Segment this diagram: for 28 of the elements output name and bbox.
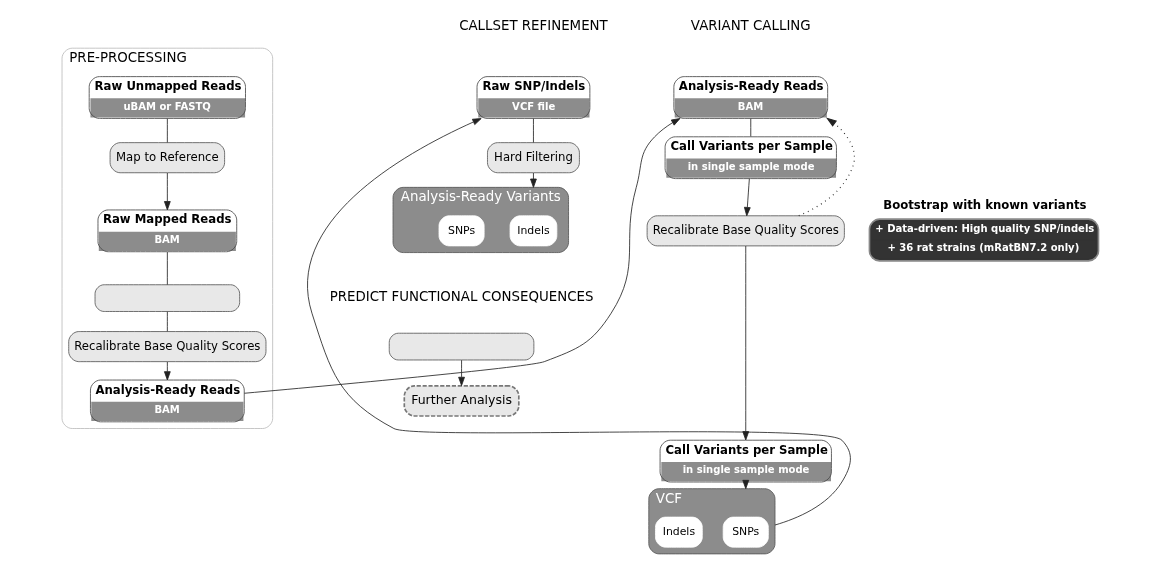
- connector: [166, 311, 168, 332]
- arrow: [243, 118, 680, 394]
- node-box: Further Analysis: [402, 385, 520, 417]
- node-box: Map to Reference: [109, 142, 225, 174]
- connector: [166, 251, 168, 286]
- connector: [166, 118, 168, 143]
- arrow: [163, 361, 171, 381]
- node-label: Bootstrap with known variants: [882, 198, 1087, 213]
- node-box: Recalibrate Base Quality Scores: [646, 215, 845, 247]
- arrow: [306, 118, 851, 526]
- arrow: [743, 178, 751, 217]
- label: PREDICT FUNCTIONAL CONSEQUENCES: [329, 289, 593, 305]
- node-box: [94, 284, 240, 312]
- node-box: [388, 332, 534, 361]
- connector: [532, 118, 534, 143]
- node-box: Hard Filtering: [486, 142, 580, 174]
- arrow: [529, 172, 537, 188]
- label: CALLSET REFINEMENT: [458, 17, 608, 33]
- node-box: Recalibrate Base Quality Scores: [67, 331, 266, 363]
- arrow: [163, 172, 171, 211]
- connector: [749, 118, 751, 137]
- node-box: SNPs: [438, 215, 485, 247]
- label: VARIANT CALLING: [690, 17, 811, 33]
- node-box: Indels: [509, 215, 557, 247]
- arrow: [797, 117, 855, 217]
- arrow: [457, 359, 465, 387]
- node-box: Indels: [654, 516, 703, 548]
- node-box: SNPs: [722, 516, 769, 548]
